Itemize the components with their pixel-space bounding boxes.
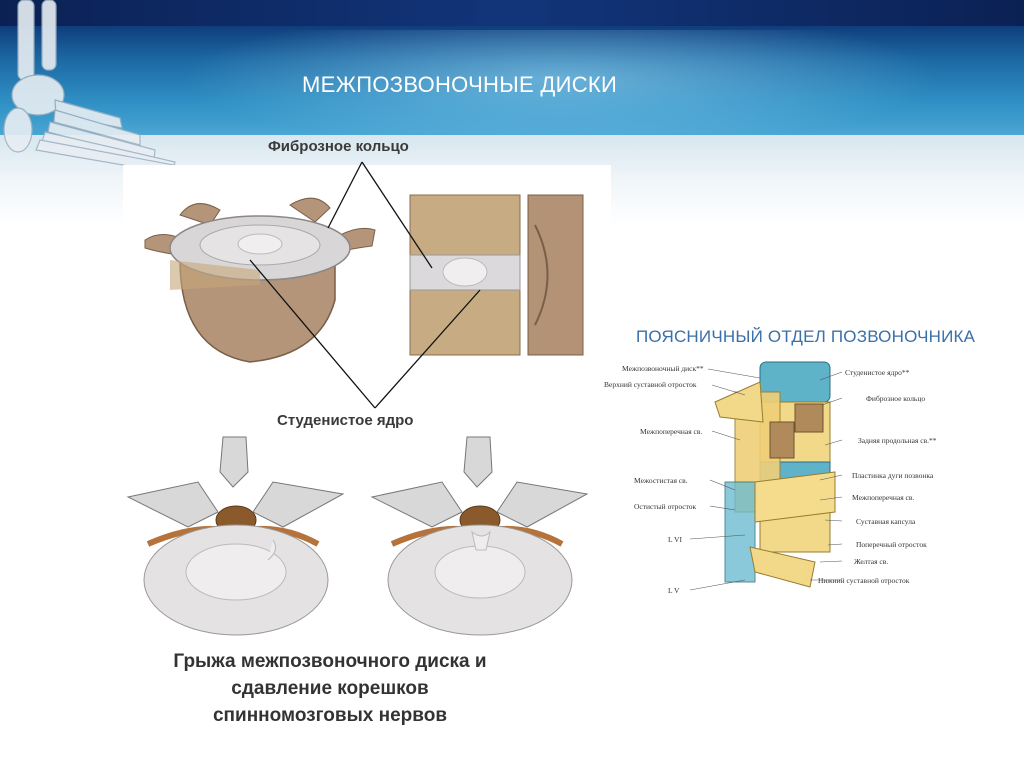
header-banner (0, 0, 1024, 135)
lumbar-label-vertebral-arch-lamina: Пластинка дуги позвонка (852, 471, 934, 480)
caption-line-2: сдавление корешков (231, 678, 429, 699)
lumbar-label-inferior-articular-process: Нижний суставной отросток (818, 576, 910, 585)
lumbar-diagram-title: ПОЯСНИЧНЫЙ ОТДЕЛ ПОЗВОНОЧНИКА (636, 327, 976, 346)
spine-section-illustration (409, 194, 584, 356)
lumbar-label-intertransverse-ligament-right: Межпоперечная св. (852, 493, 915, 502)
vertebra-disc-illustration (144, 197, 376, 363)
lumbar-label-nucleus: Студенистое ядро** (845, 368, 910, 377)
nucleus-label: Студенистое ядро (277, 412, 414, 429)
lumbar-label-fibrous-ring: Фиброзное кольцо (866, 394, 926, 403)
lumbar-label-joint-capsule: Суставная капсула (856, 517, 916, 526)
lumbar-label-intertransverse-ligament-left: Межпоперечная св. (640, 427, 703, 436)
lumbar-label-ligamentum-flavum: Желтая св. (854, 557, 889, 566)
herniation-caption: Грыжа межпозвоночного диска и сдавление … (120, 648, 540, 729)
lumbar-label-posterior-longitudinal-ligament: Задняя продольная св.** (858, 436, 937, 445)
herniation-illustration-left (126, 436, 345, 636)
fibrous-ring-label: Фиброзное кольцо (268, 138, 409, 155)
lumbar-label-superior-articular-process: Верхний суставной отросток (604, 380, 697, 389)
caption-line-3: спинномозговых нервов (212, 705, 448, 726)
skeleton-foot-decoration (3, 0, 201, 179)
lumbar-label-transverse-process: Поперечный отросток (856, 540, 927, 549)
herniation-illustration-right (370, 436, 589, 636)
lumbar-label-l5: L V (668, 586, 680, 595)
lumbar-label-interspinous-ligament: Межостистая св. (634, 476, 688, 485)
slide-title: МЕЖПОЗВОНОЧНЫЕ ДИСКИ (302, 72, 618, 97)
caption-line-1: Грыжа межпозвоночного диска и (173, 651, 487, 672)
lumbar-label-l6: L VI (668, 535, 682, 544)
lumbar-label-spinous-process: Остистый отросток (634, 502, 697, 511)
lumbar-label-intervertebral-disc: Межпозвоночный диск** (622, 364, 704, 373)
header-glow (180, 30, 940, 135)
lumbar-spine-illustration (714, 361, 836, 588)
header-top-band (0, 0, 1024, 26)
